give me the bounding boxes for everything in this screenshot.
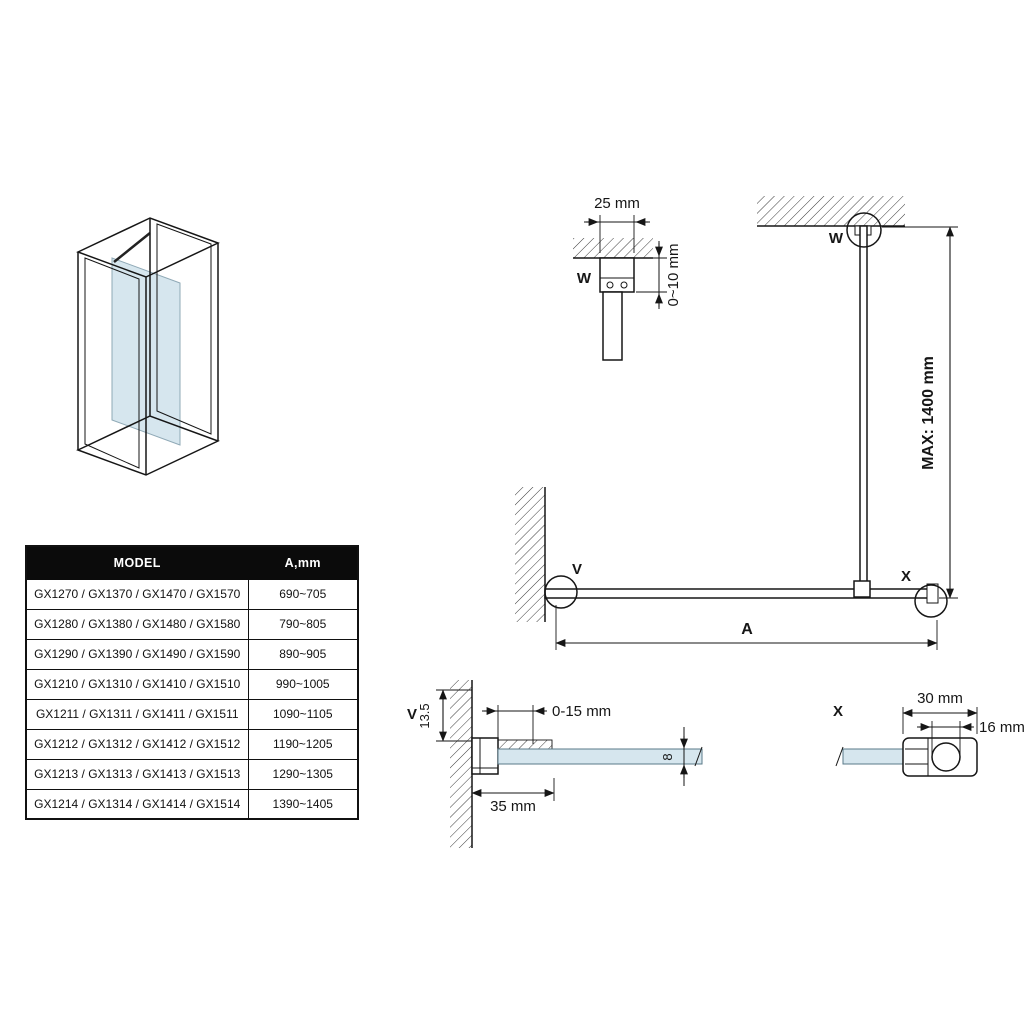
- dim-8mm-label: 8: [660, 753, 675, 760]
- detail-marker-v-circle: [544, 575, 578, 609]
- dim-16mm-label: 16 mm: [979, 719, 1024, 736]
- section-w-label: W: [577, 270, 592, 287]
- dim-a-label: A: [741, 621, 753, 638]
- dim-13-5-label: 13.5: [417, 703, 432, 728]
- detail-x-view: X 30 mm 16 mm: [833, 690, 1024, 777]
- wall-hatch: [515, 487, 545, 622]
- table-row: GX1214 / GX1314 / GX1414 / GX1514 1390~1…: [25, 788, 359, 820]
- a-cell: 1190~1205: [247, 728, 359, 760]
- detail-x-title: X: [833, 703, 843, 720]
- ceiling-profile: [599, 257, 635, 293]
- bar-clamp-body: [902, 737, 978, 777]
- vertical-support-bar: [859, 225, 868, 587]
- glass-edge-view: [544, 588, 938, 599]
- model-cell: GX1211 / GX1311 / GX1411 / GX1511: [25, 698, 249, 730]
- a-cell: 690~705: [247, 578, 359, 610]
- glass-panel-section: [842, 748, 907, 765]
- a-cell: 790~805: [247, 608, 359, 640]
- model-cell: GX1214 / GX1314 / GX1414 / GX1514: [25, 788, 249, 820]
- dim-0-15mm-label: 0-15 mm: [552, 703, 611, 720]
- model-spec-table: MODEL A,mm GX1270 / GX1370 / GX1470 / GX…: [25, 545, 359, 820]
- detail-marker-v-label: V: [572, 561, 582, 578]
- screw-icon: [620, 281, 628, 289]
- model-column-header: MODEL: [25, 545, 249, 580]
- dim-0-10mm-label: 0~10 mm: [665, 244, 682, 307]
- detail-v-view: V 13.5 0-15 mm 35 mm 8: [407, 680, 703, 848]
- model-cell: GX1213 / GX1313 / GX1413 / GX1513: [25, 758, 249, 790]
- detail-marker-w-circle: [846, 212, 882, 248]
- detail-marker-x-label: X: [901, 568, 911, 585]
- ceiling-hatch: [573, 238, 653, 258]
- model-cell: GX1210 / GX1310 / GX1410 / GX1510: [25, 668, 249, 700]
- detail-marker-w-label: W: [829, 230, 844, 247]
- clamp-gasket: [497, 739, 553, 750]
- model-cell: GX1212 / GX1312 / GX1412 / GX1512: [25, 728, 249, 760]
- end-bracket: [926, 583, 939, 604]
- plan-view: A V X: [515, 487, 948, 650]
- a-cell: 990~1005: [247, 668, 359, 700]
- a-cell: 1390~1405: [247, 788, 359, 820]
- wall-hatch: [450, 680, 472, 848]
- table-row: GX1280 / GX1380 / GX1480 / GX1580 790~80…: [25, 608, 359, 640]
- table-row: GX1210 / GX1310 / GX1410 / GX1510 990~10…: [25, 668, 359, 700]
- bar-clamp: [853, 580, 871, 598]
- table-header-row: MODEL A,mm: [25, 545, 359, 580]
- support-bar-cross-section: [931, 742, 961, 772]
- support-bar-section: [602, 291, 623, 361]
- table-row: GX1290 / GX1390 / GX1490 / GX1590 890~90…: [25, 638, 359, 670]
- dim-35mm-label: 35 mm: [490, 798, 536, 815]
- dim-30mm-label: 30 mm: [917, 690, 963, 707]
- a-cell: 1090~1105: [247, 698, 359, 730]
- isometric-shower-drawing: [76, 217, 220, 476]
- ceiling-section-view: 25 mm W 0~10 mm: [573, 195, 682, 361]
- model-cell: GX1280 / GX1380 / GX1480 / GX1580: [25, 608, 249, 640]
- glass-panel-section: [497, 748, 703, 765]
- dim-25mm-label: 25 mm: [594, 195, 640, 212]
- detail-marker-x-circle: [914, 584, 948, 618]
- a-cell: 890~905: [247, 638, 359, 670]
- model-cell: GX1270 / GX1370 / GX1470 / GX1570: [25, 578, 249, 610]
- wall-profile: [471, 737, 499, 775]
- model-cell: GX1290 / GX1390 / GX1490 / GX1590: [25, 638, 249, 670]
- dim-max-1400-label: MAX: 1400 mm: [920, 356, 937, 470]
- support-bar: [113, 232, 151, 263]
- table-row: GX1212 / GX1312 / GX1412 / GX1512 1190~1…: [25, 728, 359, 760]
- ceiling-hatch: [757, 196, 905, 226]
- screw-icon: [606, 281, 614, 289]
- a-cell: 1290~1305: [247, 758, 359, 790]
- table-row: GX1211 / GX1311 / GX1411 / GX1511 1090~1…: [25, 698, 359, 730]
- elevation-view: MAX: 1400 mm W: [757, 196, 958, 599]
- table-row: GX1213 / GX1313 / GX1413 / GX1513 1290~1…: [25, 758, 359, 790]
- a-mm-column-header: A,mm: [247, 545, 359, 580]
- detail-v-title: V: [407, 706, 417, 723]
- table-row: GX1270 / GX1370 / GX1470 / GX1570 690~70…: [25, 578, 359, 610]
